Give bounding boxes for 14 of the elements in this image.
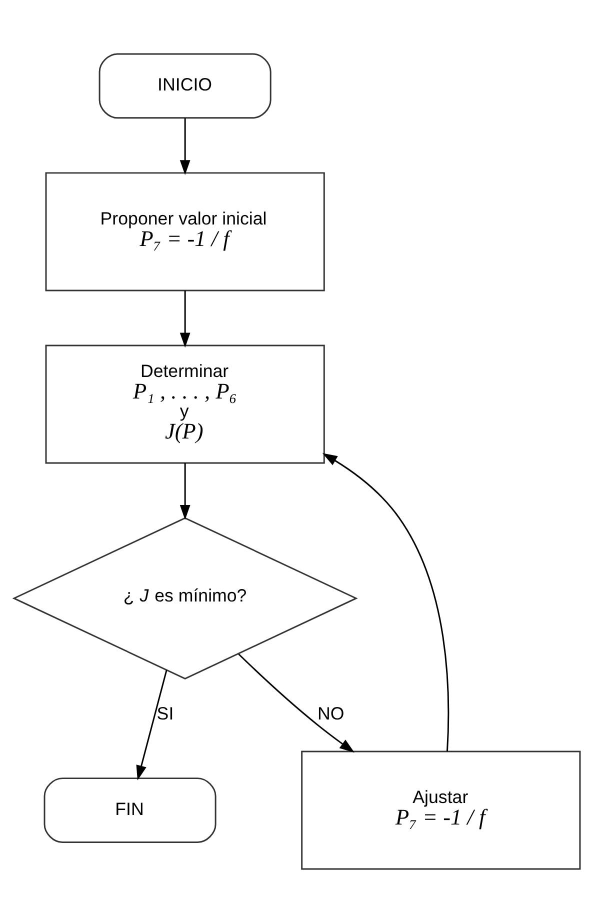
edge-label: NO <box>317 704 344 724</box>
arrow <box>180 118 190 176</box>
node-diamond: ¿ J es mínimo? <box>12 517 358 680</box>
node-box: Proponer valor inicial P₇ = -1 / f <box>45 172 325 292</box>
node-box: Determinar P₁ , . . . , P₆ y J(P) <box>45 344 325 464</box>
node-box: INICIO <box>98 53 272 119</box>
arrow <box>180 463 190 520</box>
node-box: Ajustar P₇ = -1 / f <box>301 750 581 870</box>
arrow <box>136 670 168 780</box>
edge-label: SI <box>156 704 174 724</box>
arrow <box>238 654 354 753</box>
arrow <box>322 453 450 752</box>
node-box: FIN <box>44 778 216 844</box>
arrow <box>180 290 190 348</box>
